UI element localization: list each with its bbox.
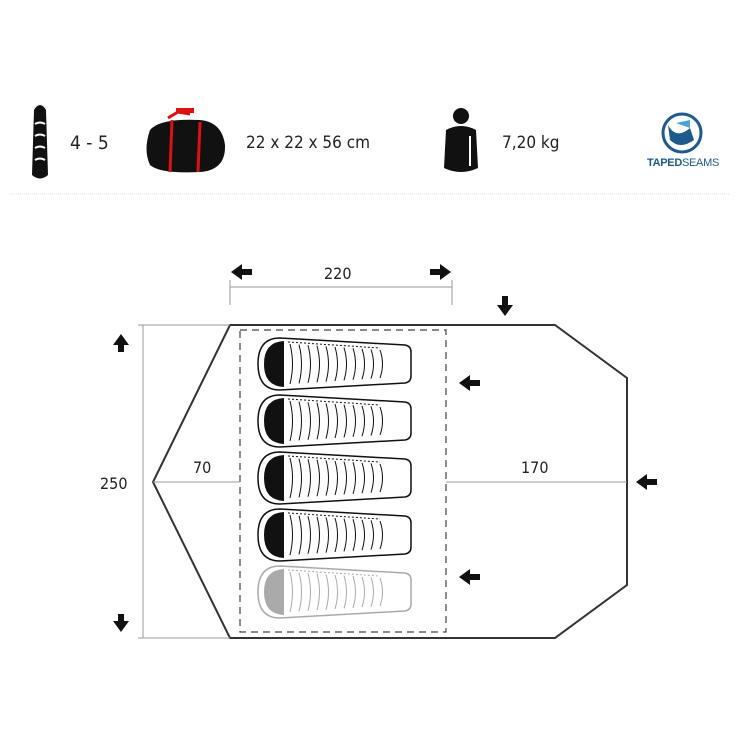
rear-vestibule-label: 170 <box>521 458 549 477</box>
arrow-up-icon <box>113 334 129 352</box>
carry-bag-icon <box>146 108 226 173</box>
inner-length-label: 220 <box>324 264 352 283</box>
taped-seams-logo <box>661 112 703 154</box>
taped-seams-label-bold: TAPED <box>647 157 682 169</box>
weight-value: 7,20 kg <box>502 133 560 153</box>
inner-tent-outline <box>239 329 447 633</box>
width-label: 250 <box>100 474 128 493</box>
arrow-right-icon <box>430 264 451 280</box>
door-arrow-left-icon <box>636 474 657 490</box>
door-arrow-down-icon <box>497 296 513 316</box>
door-arrow-left-icon <box>459 569 480 585</box>
persons-value: 4 - 5 <box>70 132 109 154</box>
taped-seams-label-light: SEAMS <box>681 157 719 169</box>
pack-size-value: 22 x 22 x 56 cm <box>246 133 371 153</box>
width-dimension-line <box>138 324 230 639</box>
optional-sleeping-bag <box>257 565 412 619</box>
sleeping-bags <box>257 337 412 619</box>
arrow-left-icon <box>231 264 252 280</box>
tent-outline <box>151 324 628 639</box>
sleeping-bag <box>257 508 412 562</box>
weight-icon <box>444 108 478 172</box>
sleeping-bag <box>257 394 412 448</box>
taped-seams-label: TAPEDSEAMS <box>647 157 719 169</box>
sleeping-bag <box>257 451 412 505</box>
length-dimension-line <box>229 280 453 305</box>
sleeping-bag <box>257 337 412 391</box>
arrow-down-icon <box>113 614 129 632</box>
door-arrow-left-icon <box>459 375 480 391</box>
sleeping-bag-icon <box>32 105 48 179</box>
front-vestibule-label: 70 <box>193 458 212 477</box>
